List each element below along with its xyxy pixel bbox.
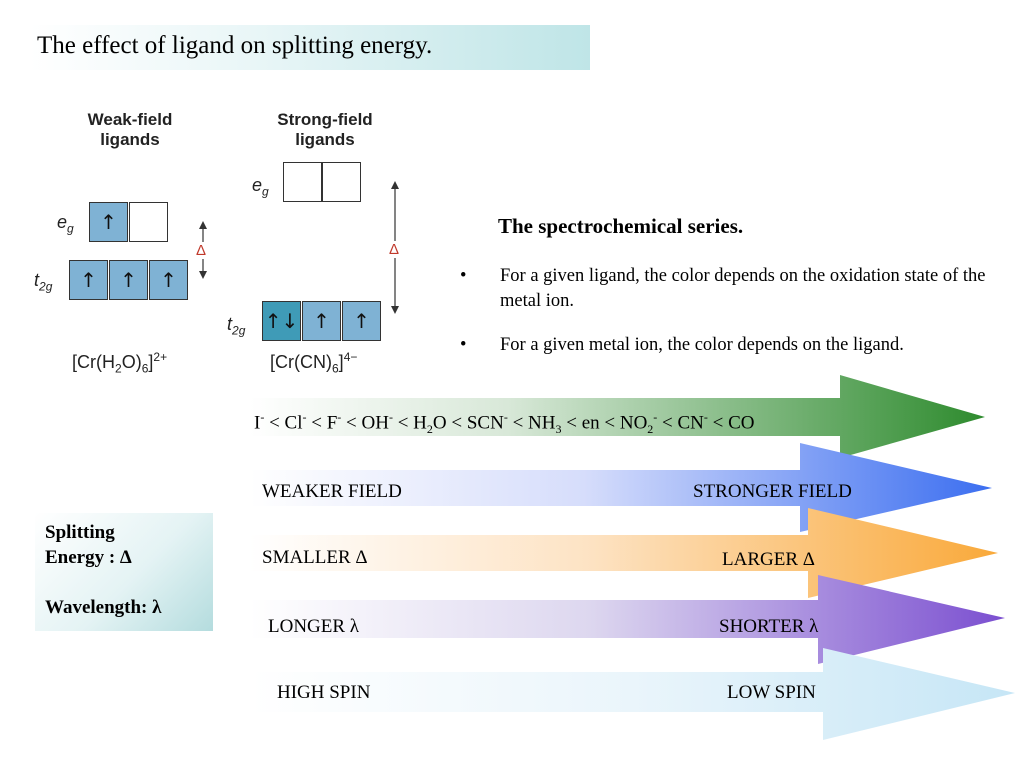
strong-t2g-orbital-1: ↑↓	[262, 301, 301, 341]
formula-charge: 2+	[153, 350, 168, 364]
smaller-delta-label: SMALLER Δ	[262, 547, 368, 568]
spectrochemical-series: I- < Cl- < F- < OH- < H2O < SCN- < NH3 <…	[254, 410, 755, 437]
strong-t2g-label: t2g	[227, 314, 245, 338]
field-arrow	[250, 443, 992, 532]
strong-eg-orbital-2	[322, 162, 361, 202]
series-sub: 2	[426, 422, 433, 437]
wavelength-arrow	[250, 575, 1005, 664]
series-sup: -	[260, 410, 265, 424]
title-band	[30, 25, 590, 70]
weak-heading-line2: ligands	[100, 130, 160, 149]
strong-complex-formula: [Cr(CN)6]4−	[270, 350, 357, 376]
weak-complex-formula: [Cr(H2O)6]2+	[72, 350, 167, 376]
electron-arrow: ↑	[160, 268, 177, 292]
series-sup: -	[503, 410, 508, 424]
low-spin-label: LOW SPIN	[727, 682, 816, 703]
weak-field-heading: Weak-field ligands	[60, 110, 200, 150]
series-arrow	[250, 375, 985, 458]
formula-part: O)	[121, 352, 142, 372]
series-part: < H	[392, 412, 427, 434]
longer-wavelength-label: LONGER λ	[268, 616, 360, 637]
series-part: < CO	[707, 412, 755, 434]
electron-arrow: ↑	[353, 309, 370, 333]
bullet-dot: •	[460, 335, 467, 355]
weak-eg-orbital-1: ↑	[89, 202, 128, 242]
series-part: < CN	[657, 412, 704, 434]
high-spin-label: HIGH SPIN	[277, 682, 371, 703]
weak-heading-line1: Weak-field	[87, 110, 173, 129]
series-sup: -	[653, 410, 658, 424]
legend-line1: Splitting	[45, 522, 115, 543]
series-sub: 2	[647, 422, 654, 437]
legend-text: Splitting Energy : Δ Wavelength: λ	[45, 520, 161, 620]
series-part: < NH	[507, 412, 556, 434]
eg-sub: g	[67, 221, 74, 236]
t2g-main: t	[227, 314, 233, 334]
strong-t2g-orbital-2: ↑	[302, 301, 341, 341]
paired-electron-arrows: ↑↓	[264, 309, 299, 333]
stronger-field-label: STRONGER FIELD	[693, 481, 852, 502]
formula-sub: 6	[331, 361, 339, 376]
strong-field-heading: Strong-field ligands	[255, 110, 395, 150]
eg-main: e	[57, 212, 68, 232]
series-part: < OH	[341, 412, 389, 434]
formula-sub: 2	[115, 361, 122, 376]
larger-delta-label: LARGER Δ	[722, 549, 815, 570]
strong-t2g-orbital-3: ↑	[342, 301, 381, 341]
legend-line2: Energy : Δ	[45, 547, 132, 568]
delta-arrow	[250, 508, 998, 598]
electron-arrow: ↑	[80, 268, 97, 292]
strong-heading-line1: Strong-field	[277, 110, 373, 129]
legend-box	[35, 513, 213, 631]
series-part: I	[254, 412, 261, 434]
bullet-text: For a given metal ion, the color depends…	[500, 335, 904, 355]
formula-charge: 4−	[343, 350, 358, 364]
bullet-oxidation-state: • For a given ligand, the color depends …	[460, 264, 1005, 314]
weak-delta-symbol: Δ	[196, 242, 207, 259]
bullet-ligand: • For a given metal ion, the color depen…	[460, 333, 1005, 358]
bullet-text: For a given ligand, the color depends on…	[500, 266, 986, 311]
strong-eg-orbital-1	[283, 162, 322, 202]
strong-delta-symbol: Δ	[389, 241, 400, 258]
t2g-sub: 2g	[39, 279, 53, 294]
slide-title: The effect of ligand on splitting energy…	[37, 32, 433, 59]
shorter-wavelength-label: SHORTER λ	[719, 616, 819, 637]
formula-part: [Cr(H	[72, 352, 115, 372]
weak-eg-orbital-2	[129, 202, 168, 242]
spectro-heading: The spectrochemical series.	[498, 214, 744, 238]
formula-part: ]	[148, 352, 154, 372]
formula-part: [Cr(CN)	[270, 352, 332, 372]
strong-eg-label: eg	[252, 175, 269, 199]
series-sub: 3	[555, 422, 562, 437]
eg-sub: g	[262, 184, 269, 199]
weak-t2g-orbital-2: ↑	[109, 260, 148, 300]
electron-arrow: ↑	[313, 309, 330, 333]
weak-t2g-orbital-1: ↑	[69, 260, 108, 300]
spin-arrow	[250, 648, 1015, 740]
strong-heading-line2: ligands	[295, 130, 355, 149]
series-part: < en < NO	[561, 412, 648, 434]
weak-eg-label: eg	[57, 212, 74, 236]
series-part: < F	[306, 412, 338, 434]
weaker-field-label: WEAKER FIELD	[262, 481, 402, 502]
legend-line3: Wavelength: λ	[45, 597, 162, 618]
weak-t2g-label: t2g	[34, 270, 52, 294]
series-sup: -	[302, 410, 307, 424]
eg-main: e	[252, 175, 263, 195]
electron-arrow: ↑	[120, 268, 137, 292]
series-sup: -	[337, 410, 342, 424]
t2g-main: t	[34, 270, 40, 290]
legend-spacer	[45, 570, 161, 595]
series-sup: -	[703, 410, 708, 424]
t2g-sub: 2g	[232, 323, 246, 338]
electron-arrow: ↑	[100, 210, 117, 234]
weak-t2g-orbital-3: ↑	[149, 260, 188, 300]
series-part: O < SCN	[432, 412, 504, 434]
series-part: < Cl	[264, 412, 303, 434]
series-sup: -	[388, 410, 393, 424]
bullet-dot: •	[460, 266, 467, 286]
formula-sub: 6	[141, 361, 149, 376]
formula-part: ]	[338, 352, 344, 372]
